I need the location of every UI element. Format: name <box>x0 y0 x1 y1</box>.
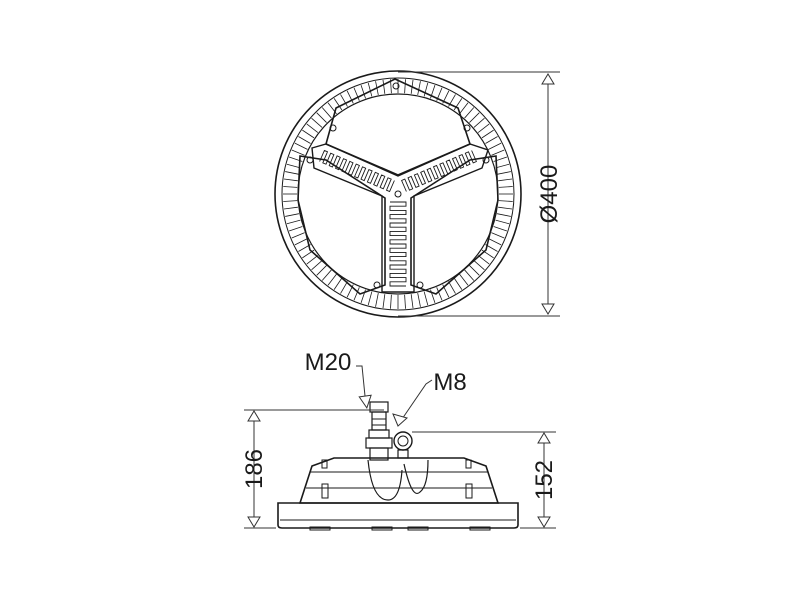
housing-ribs <box>321 459 473 499</box>
m8-callout: M8 <box>392 369 467 427</box>
height-152-label: 152 <box>531 460 558 500</box>
driver-channel <box>311 143 489 293</box>
cable-loop-left <box>367 459 403 501</box>
driver-meander-pattern <box>319 149 477 287</box>
side-view: M20 M8 186 152 <box>241 349 558 531</box>
eyebolt <box>393 431 413 459</box>
fin-inner-ring <box>297 93 499 295</box>
led-panel-left <box>297 155 386 295</box>
base-plate <box>277 502 519 529</box>
diameter-label: Ø400 <box>536 165 563 224</box>
cooling-fins <box>283 79 513 309</box>
housing-outer-ring <box>274 70 522 318</box>
m8-label: M8 <box>433 369 466 396</box>
housing-body <box>298 457 500 504</box>
top-view: Ø400 <box>274 70 563 318</box>
mounting-screws <box>306 82 490 289</box>
cable-loop-right <box>403 459 429 494</box>
housing-inner-ring <box>281 77 515 311</box>
cable-gland <box>365 401 393 461</box>
diameter-dimension: Ø400 <box>398 71 563 317</box>
height-186-dimension: 186 <box>241 409 384 529</box>
m20-callout: M20 <box>305 349 372 410</box>
m20-label: M20 <box>305 349 352 376</box>
led-panel-right <box>410 155 499 295</box>
height-186-label: 186 <box>241 449 268 489</box>
base-feet <box>309 526 491 531</box>
height-152-dimension: 152 <box>412 431 558 529</box>
